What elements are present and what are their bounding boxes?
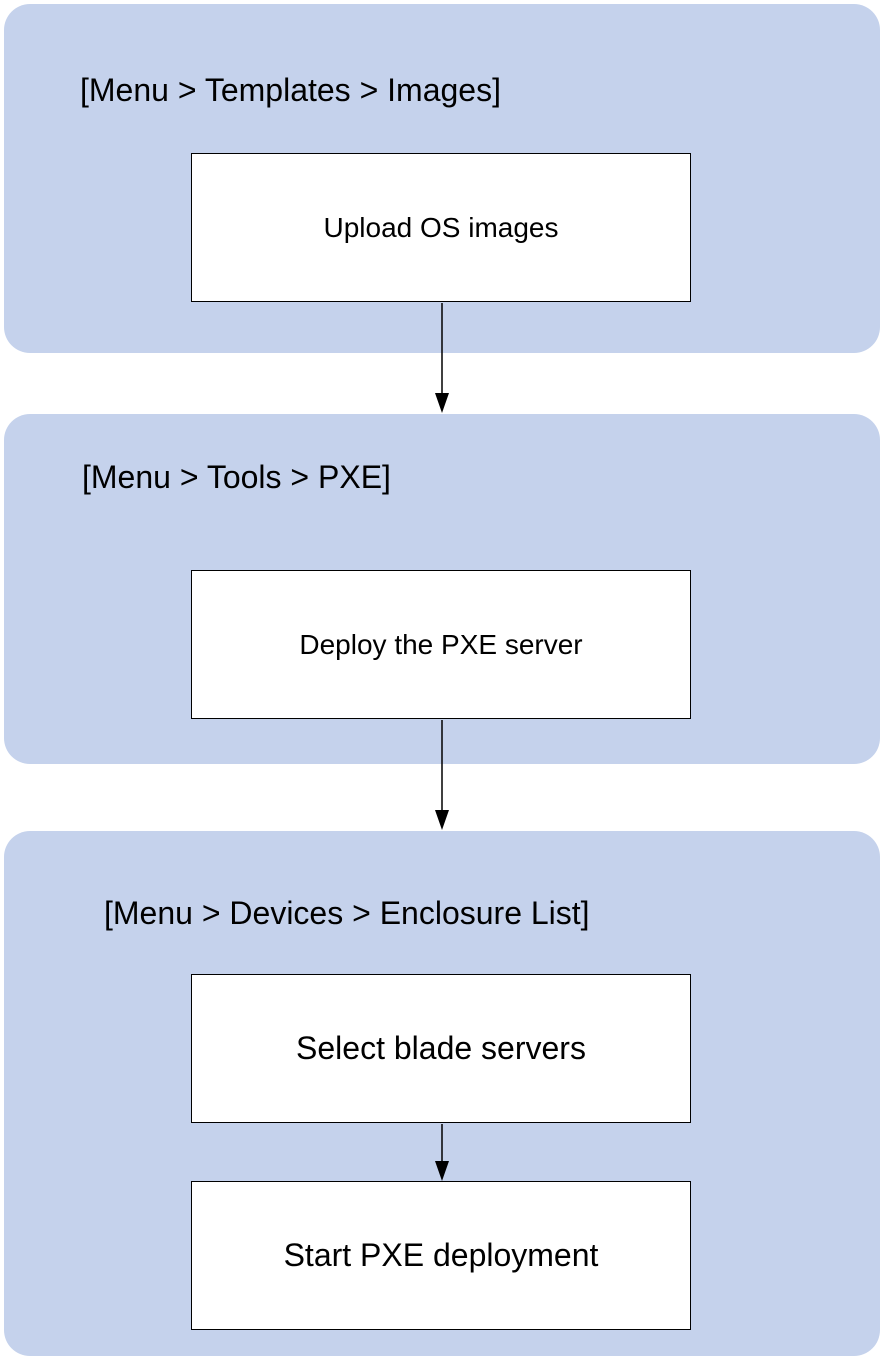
step-label-deploy-pxe-server: Deploy the PXE server [299,628,583,660]
step-upload-os-images: Upload OS images [191,153,691,302]
panel-title-templates-images: [Menu > Templates > Images] [80,72,501,108]
panel-title-tools-pxe: [Menu > Tools > PXE] [82,459,391,495]
panel-title-devices-enclosure-list: [Menu > Devices > Enclosure List] [104,895,590,931]
step-select-blade-servers: Select blade servers [191,974,691,1123]
step-label-start-pxe-deployment: Start PXE deployment [283,1237,599,1273]
step-label-select-blade-servers: Select blade servers [296,1030,586,1066]
step-deploy-pxe-server: Deploy the PXE server [191,570,691,719]
step-label-upload-os-images: Upload OS images [323,211,559,243]
step-start-pxe-deployment: Start PXE deployment [191,1181,691,1330]
